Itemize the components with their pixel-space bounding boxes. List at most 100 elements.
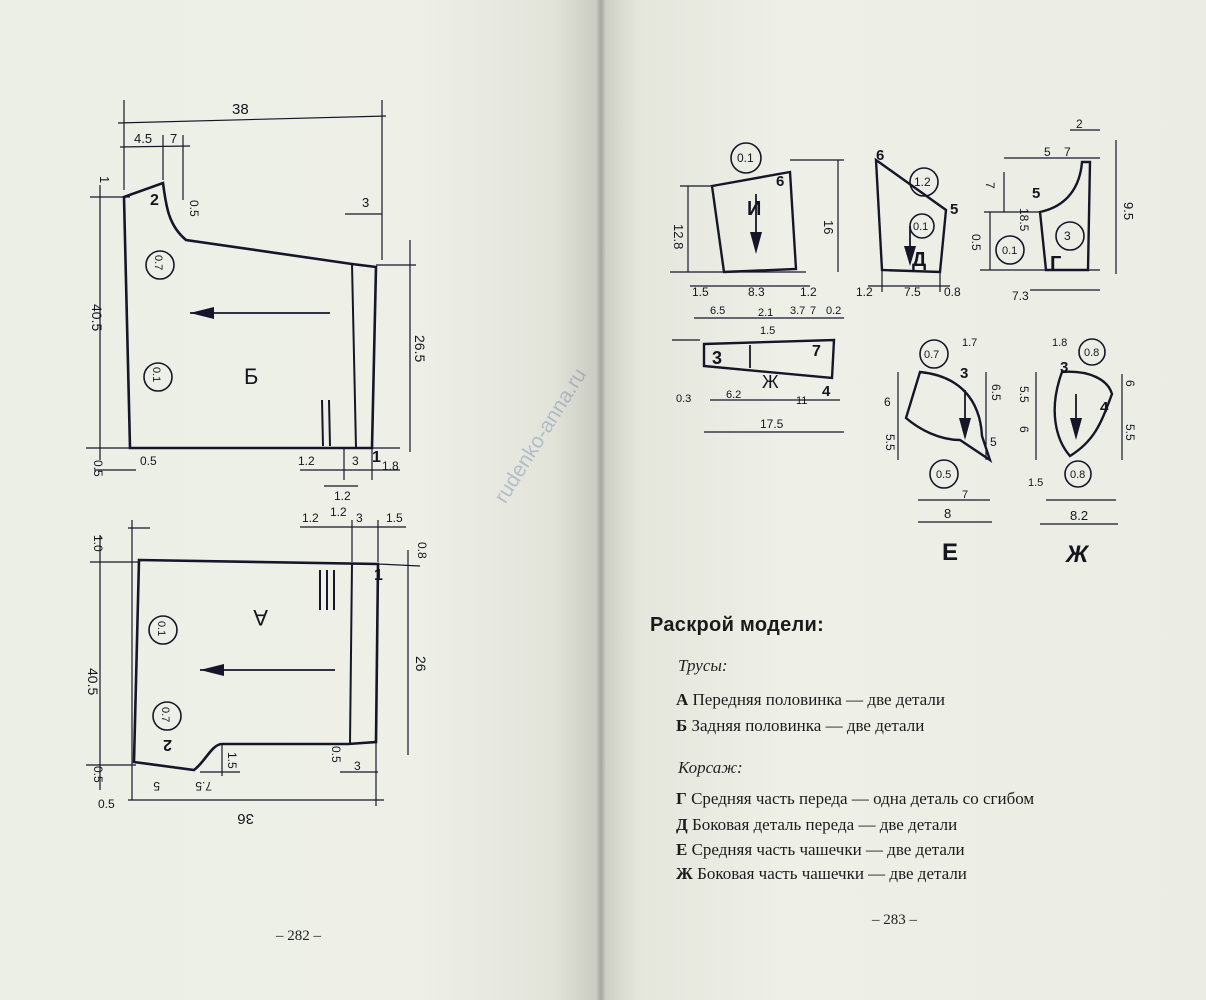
piece-i-corner: 6 xyxy=(776,173,784,190)
piece-a-dim: 0.5 xyxy=(329,746,343,763)
piece-d-letter: Д xyxy=(912,249,926,271)
piece-d-circle-top: 1.2 xyxy=(914,175,931,189)
piece-zh-cup-circle-top: 0.8 xyxy=(1084,347,1099,359)
piece-zh-cup-dim: 6 xyxy=(1123,380,1137,387)
piece-a-dim: 1.5 xyxy=(225,752,239,769)
piece-d-corner-top: 6 xyxy=(876,147,884,164)
cut-item: Е Средняя часть чашечки — две детали xyxy=(676,840,965,859)
piece-i-letter: И xyxy=(747,198,761,220)
piece-zh-strip-corner: 4 xyxy=(822,383,831,400)
pattern-piece-zh-cup: 1.8 0.8 3 5.5 4 6 6 5.5 1.5 0.8 8.2 Ж xyxy=(1017,337,1137,568)
pattern-piece-e-cup: 0.7 1.7 3 6 6.5 5.5 5 0.5 7 8 Е xyxy=(883,337,1003,566)
piece-zh-strip-dim: 2.1 xyxy=(758,307,773,319)
pattern-piece-b: 2 0.7 0.1 Б 1 38 4.5 7 1 0.5 3 40.5 26.5… xyxy=(86,100,428,503)
piece-a-dim: 0.5 xyxy=(98,797,115,811)
piece-d-dim: 7.5 xyxy=(904,285,921,299)
cut-item: Д Боковая деталь переда — две детали xyxy=(676,815,958,834)
piece-d-dim: 1.2 xyxy=(856,285,873,299)
piece-e-cup-circle-top: 0.7 xyxy=(924,349,939,361)
piece-a-letter: А xyxy=(253,605,268,630)
pattern-drawing-left: 2 0.7 0.1 Б 1 38 4.5 7 1 0.5 3 40.5 26.5… xyxy=(85,100,429,827)
piece-zh-cup-dim: 6 xyxy=(1017,426,1031,433)
piece-zh-cup-dim: 5.5 xyxy=(1123,424,1137,441)
pattern-drawing-right: 0.1 6 И 12.8 16 1.5 8.3 1.2 6 5 xyxy=(670,117,1137,568)
pattern-piece-g: 2 5 7 7 5 18.5 9.5 3 0.1 0.5 Г 7.3 xyxy=(969,117,1136,303)
piece-b-dim: 0.5 xyxy=(187,200,201,217)
piece-b-dim: 1.2 xyxy=(298,454,315,468)
piece-zh-strip-left: 3 xyxy=(712,348,722,368)
piece-g-corner: 5 xyxy=(1032,185,1040,202)
piece-zh-strip-dim: 11 xyxy=(796,395,807,407)
piece-e-cup-dim: 6.5 xyxy=(989,384,1003,401)
pattern-piece-d: 6 5 1.2 0.1 Д 1.2 7.5 0.8 xyxy=(856,147,961,299)
piece-b-dim: 4.5 xyxy=(134,131,152,146)
piece-g-circle-side: 0.1 xyxy=(1002,245,1017,257)
piece-e-cup-dim: 5.5 xyxy=(883,434,897,451)
piece-b-dim: 40.5 xyxy=(89,304,105,331)
pattern-piece-a: 0.1 0.7 А 2 1 1.2 1.2 3 1.5 1.0 0.8 40.5… xyxy=(85,505,429,827)
piece-a-dim: 1.2 xyxy=(330,505,347,519)
piece-i-dim: 1.2 xyxy=(800,285,817,299)
piece-g-dim: 9.5 xyxy=(1121,202,1136,220)
piece-b-dim: 38 xyxy=(232,101,249,118)
piece-g-circle-inner: 3 xyxy=(1064,229,1071,243)
piece-a-dim: 3 xyxy=(354,759,361,773)
piece-g-dim: 7 xyxy=(983,182,997,189)
piece-zh-cup-dim: 8.2 xyxy=(1070,508,1088,523)
page-number-left: – 282 – xyxy=(276,928,321,944)
page-282: 2 0.7 0.1 Б 1 38 4.5 7 1 0.5 3 40.5 26.5… xyxy=(0,0,600,1000)
piece-zh-strip-dim: 1.5 xyxy=(760,325,775,337)
piece-zh-strip-dim: 6.5 xyxy=(710,305,725,317)
piece-zh-strip-dim: 0.3 xyxy=(676,393,691,405)
piece-zh-strip-dim: 17.5 xyxy=(760,417,784,431)
piece-e-cup-dim: 6 xyxy=(884,395,891,409)
piece-i-dim: 1.5 xyxy=(692,285,709,299)
piece-b-dim: 0.5 xyxy=(140,454,157,468)
piece-g-dim: 7.3 xyxy=(1012,289,1029,303)
piece-g-letter: Г xyxy=(1050,253,1061,275)
piece-i-dim: 8.3 xyxy=(748,285,765,299)
piece-a-dim: 1.0 xyxy=(91,535,105,552)
piece-zh-strip-letter: Ж xyxy=(762,372,779,392)
cut-item: Б Задняя половинка — две детали xyxy=(676,716,925,735)
piece-a-dim: 36 xyxy=(237,810,254,827)
piece-b-circle-upper: 0.7 xyxy=(152,255,164,270)
piece-b-circle-lower: 0.1 xyxy=(150,367,162,382)
piece-a-dim: 1.2 xyxy=(302,511,319,525)
book-gutter xyxy=(596,0,606,1000)
piece-zh-strip-dim: 0.2 xyxy=(826,305,841,317)
piece-a-dim: 0.8 xyxy=(415,542,429,559)
piece-g-dim: 18.5 xyxy=(1017,208,1031,232)
piece-zh-cup-circle-bottom: 0.8 xyxy=(1070,469,1085,481)
piece-a-dim: 0.5 xyxy=(91,766,105,783)
page-number-right: – 283 – xyxy=(872,912,917,928)
cut-item: Ж Боковая часть чашечки — две детали xyxy=(676,864,967,883)
piece-i-dim: 12.8 xyxy=(671,224,686,249)
piece-b-dim: 3 xyxy=(352,454,359,468)
piece-b-dim: 3 xyxy=(362,195,369,210)
piece-d-corner-right: 5 xyxy=(950,201,958,218)
piece-e-cup-dim: 8 xyxy=(944,506,951,521)
piece-zh-cup-dim: 1.5 xyxy=(1028,477,1043,489)
piece-zh-strip-dim: 3.7 xyxy=(790,305,805,317)
section-title-korsazh: Корсаж: xyxy=(678,758,743,777)
piece-d-dim: 0.8 xyxy=(944,285,961,299)
piece-g-dim: 5 xyxy=(1044,145,1051,159)
piece-a-dim: 26 xyxy=(413,656,429,672)
piece-e-cup-dim: 5 xyxy=(990,435,997,449)
section-title-trusy: Трусы: xyxy=(678,656,728,675)
piece-a-dim: 3 xyxy=(356,511,363,525)
page-283: 0.1 6 И 12.8 16 1.5 8.3 1.2 6 5 xyxy=(600,0,1206,1000)
piece-a-circle-lower: 0.7 xyxy=(159,707,171,722)
piece-b-dim: 1 xyxy=(97,176,112,183)
piece-i-circle: 0.1 xyxy=(737,151,754,165)
piece-b-dim: 7 xyxy=(170,131,177,146)
piece-b-dim: 1.8 xyxy=(382,459,399,473)
piece-a-dim: 7.5 xyxy=(195,779,212,793)
piece-zh-strip-dim: 6.2 xyxy=(726,389,741,401)
piece-b-dim: 26.5 xyxy=(412,335,428,362)
piece-b-dim: 0.5 xyxy=(91,460,105,477)
piece-b-edge-mark: 1 xyxy=(372,449,381,466)
piece-zh-strip-right: 7 xyxy=(812,343,821,360)
